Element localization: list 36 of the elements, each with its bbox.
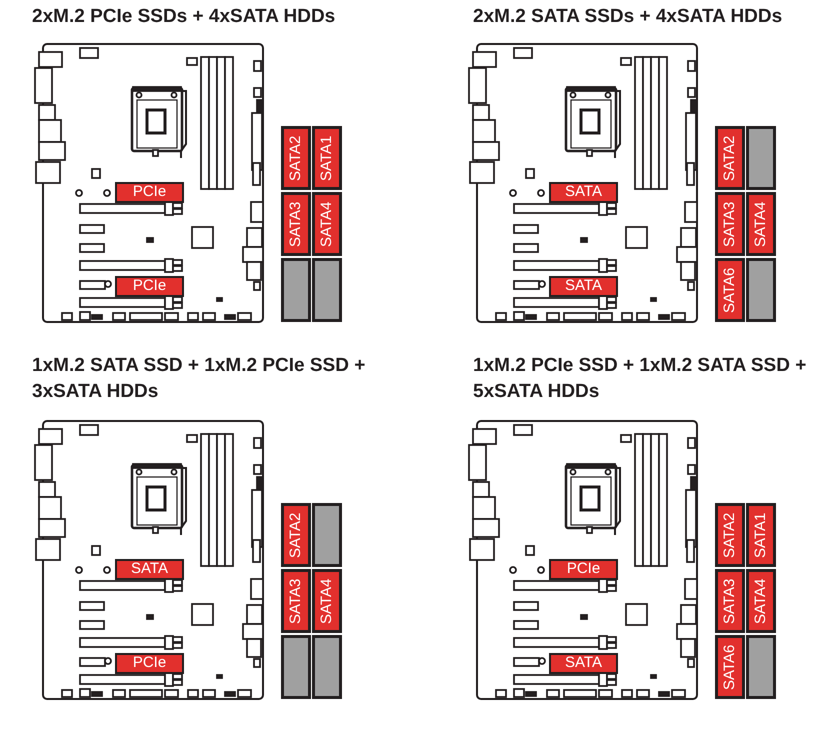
m2-slot-tag: PCIe: [115, 182, 184, 203]
sata-port-tag: SATA3: [281, 569, 311, 633]
unused-port-block: [281, 635, 311, 699]
unused-port-block: [312, 258, 342, 322]
sata-port-tag: SATA4: [746, 569, 776, 633]
unused-port-block: [312, 635, 342, 699]
config-heading: 1xM.2 SATA SSD + 1xM.2 PCIe SSD + 3xSATA HDDs: [32, 354, 366, 404]
sata-port-tag: SATA6: [715, 258, 745, 322]
m2-slot-tag: SATA: [549, 276, 618, 297]
unused-port-block: [746, 258, 776, 322]
sata-port-tag: SATA4: [312, 569, 342, 633]
sata-port-tag: SATA4: [312, 192, 342, 256]
sata-port-tag: SATA2: [715, 126, 745, 190]
sata-port-tag: SATA3: [281, 192, 311, 256]
sata-port-tag: SATA3: [715, 569, 745, 633]
sata-port-tag: SATA2: [281, 126, 311, 190]
config-heading: 2xM.2 SATA SSDs + 4xSATA HDDs: [473, 5, 784, 29]
sata-port-tag: SATA2: [715, 503, 745, 567]
unused-port-block: [746, 635, 776, 699]
sata-port-tag: SATA4: [746, 192, 776, 256]
m2-slot-tag: SATA: [115, 559, 184, 580]
sata-port-tag: SATA1: [312, 126, 342, 190]
config-heading: 1xM.2 PCIe SSD + 1xM.2 SATA SSD + 5xSATA HDDs: [473, 354, 808, 404]
unused-port-block: [312, 503, 342, 567]
m2-slot-tag: PCIe: [115, 276, 184, 297]
sata-port-tag: SATA1: [746, 503, 776, 567]
sata-port-tag: SATA3: [715, 192, 745, 256]
sata-port-tag: SATA6: [715, 635, 745, 699]
unused-port-block: [746, 126, 776, 190]
unused-port-block: [281, 258, 311, 322]
m2-slot-tag: SATA: [549, 653, 618, 674]
m2-slot-tag: PCIe: [115, 653, 184, 674]
config-heading: 2xM.2 PCIe SSDs + 4xSATA HDDs: [32, 5, 336, 29]
m2-slot-tag: PCIe: [549, 559, 618, 580]
sata-port-tag: SATA2: [281, 503, 311, 567]
m2-slot-tag: SATA: [549, 182, 618, 203]
